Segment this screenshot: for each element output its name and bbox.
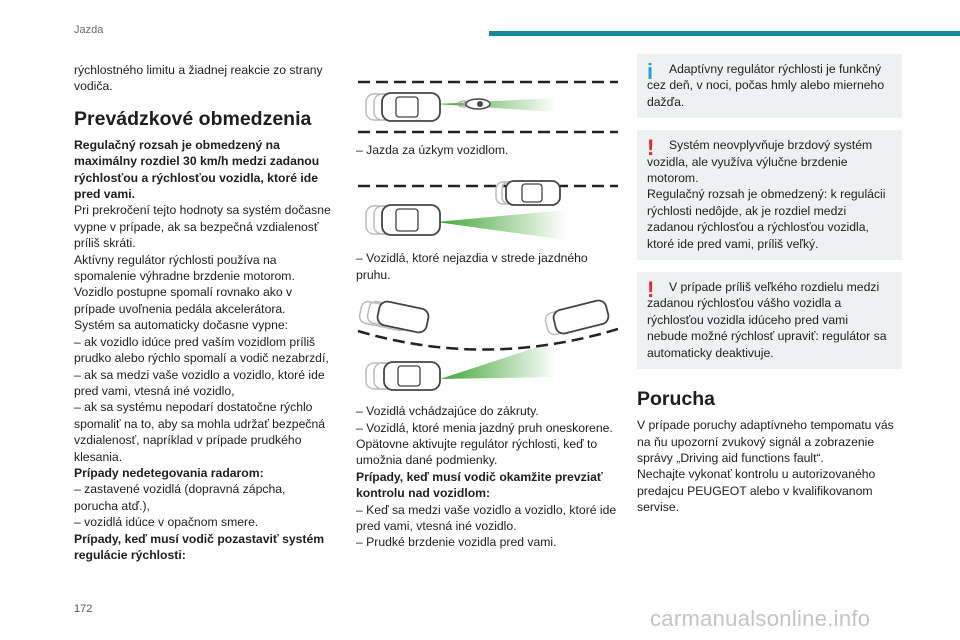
page-number: 172 bbox=[74, 603, 93, 615]
heading-limitations: Prevádzkové obmedzenia bbox=[74, 107, 312, 130]
paragraph: Pri prekročení tejto hodnoty sa systém d… bbox=[74, 203, 331, 251]
list-item: – Prudké brzdenie vozidla pred vami. bbox=[356, 535, 557, 550]
warning-note: ! Systém neovplyvňuje brzdový systém voz… bbox=[637, 130, 902, 261]
list-item: – ak sa medzi vaše vozidlo a vozidlo, kt… bbox=[74, 367, 325, 398]
intro-text: rýchlostného limitu a žiadnej reakcie zo… bbox=[74, 63, 323, 94]
paragraph: Aktívny regulátor rýchlosti používa na s… bbox=[74, 252, 295, 284]
subheading-radar: Prípady nedetegovania radarom: bbox=[74, 465, 264, 480]
heading-fault: Porucha bbox=[637, 388, 716, 411]
info-note: i Adaptívny regulátor rýchlosti je funkč… bbox=[637, 54, 902, 119]
paragraph: Opätovne aktivujte regulátor rýchlosti, … bbox=[356, 437, 598, 468]
list-item: – Keď sa medzi vaše vozidlo a vozidlo, k… bbox=[356, 502, 617, 534]
section-title: Jazda bbox=[74, 24, 104, 36]
subheading-takeover: Prípady, keď musí vodič okamžite prevzia… bbox=[356, 469, 603, 501]
note-text: Regulačný rozsah je obmedzený: k regulác… bbox=[647, 187, 886, 251]
range-limit-text: Regulačný rozsah je obmedzený na maximál… bbox=[74, 137, 320, 202]
info-icon: i bbox=[647, 59, 654, 84]
note-text: Adaptívny regulátor rýchlosti je funkčný… bbox=[647, 62, 885, 109]
warning-note: ! V prípade príliš veľkého rozdielu medz… bbox=[637, 272, 902, 370]
illustration-narrow-vehicle bbox=[356, 76, 618, 136]
list-item: – ak sa systému nepodarí dostatočne rých… bbox=[74, 400, 326, 464]
list-item: – ak vozidlo idúce pred vaším vozidlom p… bbox=[74, 334, 329, 366]
list-item: – zastavené vozidlá (dopravná zápcha, po… bbox=[74, 482, 286, 513]
caption-curve-vehicles: – Vozidlá vchádzajúce do zákruty. bbox=[356, 404, 539, 419]
caption-late-lane-change: – Vozidlá, ktoré menia jazdný pruh onesk… bbox=[356, 420, 613, 435]
column-1: rýchlostného limitu a žiadnej reakcie zo… bbox=[74, 62, 332, 563]
caption-narrow-vehicle: – Jazda za úzkym vozidlom. bbox=[356, 143, 509, 157]
header-accent-bar bbox=[489, 31, 960, 36]
caption-offcenter-vehicles: – Vozidlá, ktoré nejazdia v strede jazdn… bbox=[356, 251, 588, 282]
column-3: i Adaptívny regulátor rýchlosti je funkč… bbox=[637, 54, 902, 516]
illustration-curve-vehicles bbox=[356, 299, 618, 399]
note-text: V prípade príliš veľkého rozdielu medzi … bbox=[647, 280, 887, 360]
illustration-offcenter-vehicles bbox=[356, 180, 618, 244]
paragraph: Vozidlo postupne spomalí rovnako ako v p… bbox=[74, 285, 293, 316]
note-text: Systém neovplyvňuje brzdový systém vozid… bbox=[647, 138, 873, 186]
warning-icon: ! bbox=[647, 135, 655, 161]
list-item: – vozidlá idúce v opačnom smere. bbox=[74, 515, 259, 530]
subheading-suspend: Prípady, keď musí vodič pozastaviť systé… bbox=[74, 531, 325, 562]
warning-icon: ! bbox=[647, 277, 655, 303]
column-2: – Jazda za úzkym vozidlom. – bbox=[356, 76, 618, 551]
paragraph: Nechajte vykonať kontrolu u autorizované… bbox=[637, 467, 876, 515]
paragraph: Systém sa automaticky dočasne vypne: bbox=[74, 318, 289, 333]
paragraph: V prípade poruchy adaptívneho tempomatu … bbox=[637, 418, 894, 465]
watermark: carmanualsonline.info bbox=[650, 606, 871, 631]
